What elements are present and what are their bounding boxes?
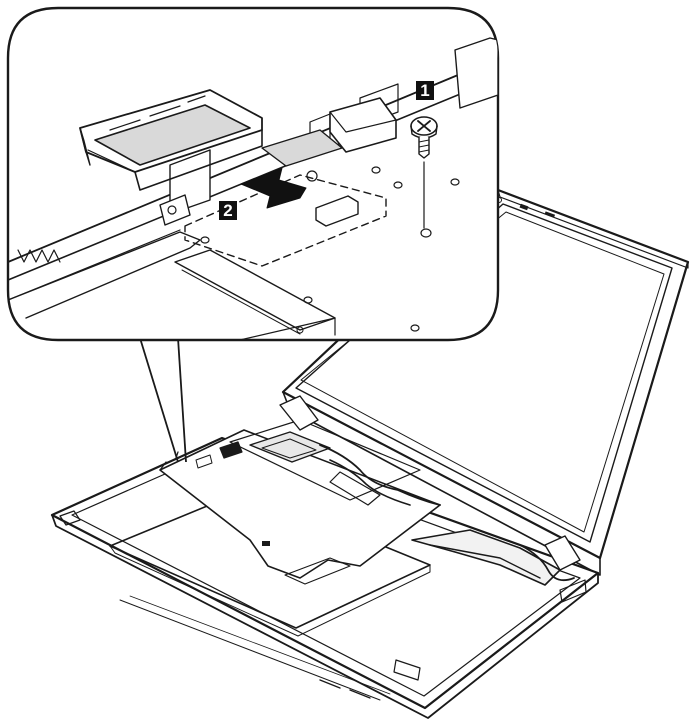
card-footprint-outline [184, 174, 387, 267]
slide-direction-arrow [240, 167, 307, 209]
expresscard-module [79, 89, 263, 191]
laptop-assembly [50, 188, 690, 719]
callout-1-label: 1 [420, 81, 429, 100]
screw-holes [200, 166, 460, 332]
lower-frame [8, 231, 336, 340]
system-board [159, 419, 575, 586]
chassis-wall [8, 37, 498, 301]
left-hinge [279, 395, 319, 431]
callout-2: 2 [219, 201, 237, 220]
card-connector-bracket [261, 97, 397, 182]
card-latch [315, 195, 359, 227]
callout-1: 1 [416, 81, 434, 100]
zoom-detail-panel: 1 2 [6, 6, 500, 342]
callout-leader-lines [139, 337, 187, 463]
screw [410, 116, 438, 159]
callout-2-label: 2 [223, 201, 232, 220]
right-hinge [544, 535, 581, 571]
